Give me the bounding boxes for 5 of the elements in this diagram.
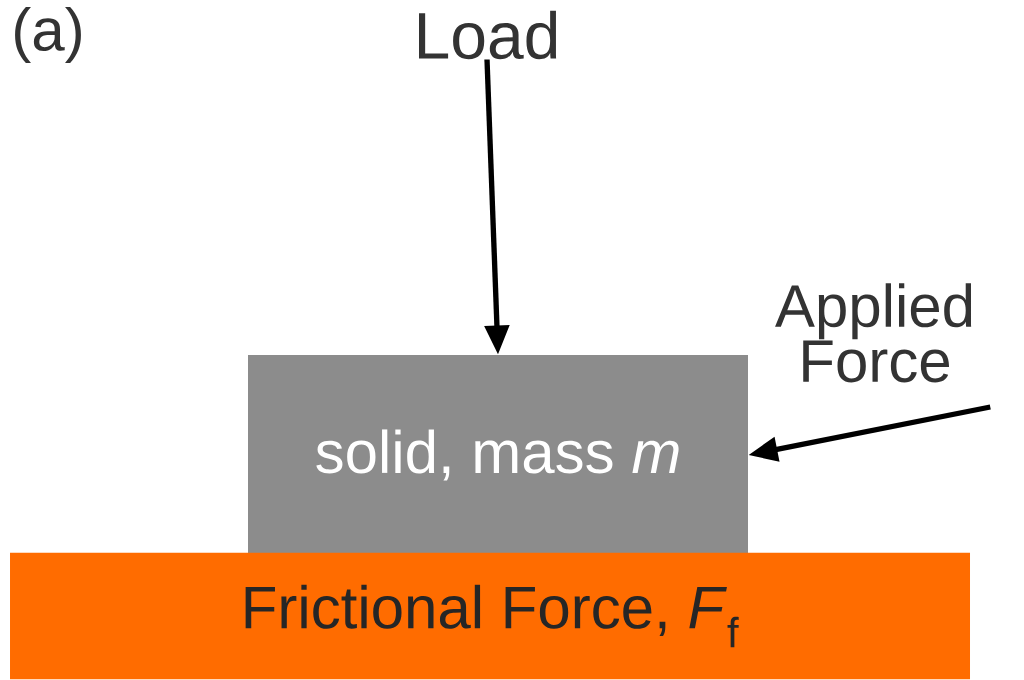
load-label: Load: [419, 10, 557, 60]
panel-label: (a): [15, 7, 81, 63]
solid-block: solid, mass m: [248, 355, 748, 555]
applied-force-label: Applied Force: [775, 283, 972, 383]
friction-surface: Frictional Force, F$_{f}$: [10, 552, 970, 680]
